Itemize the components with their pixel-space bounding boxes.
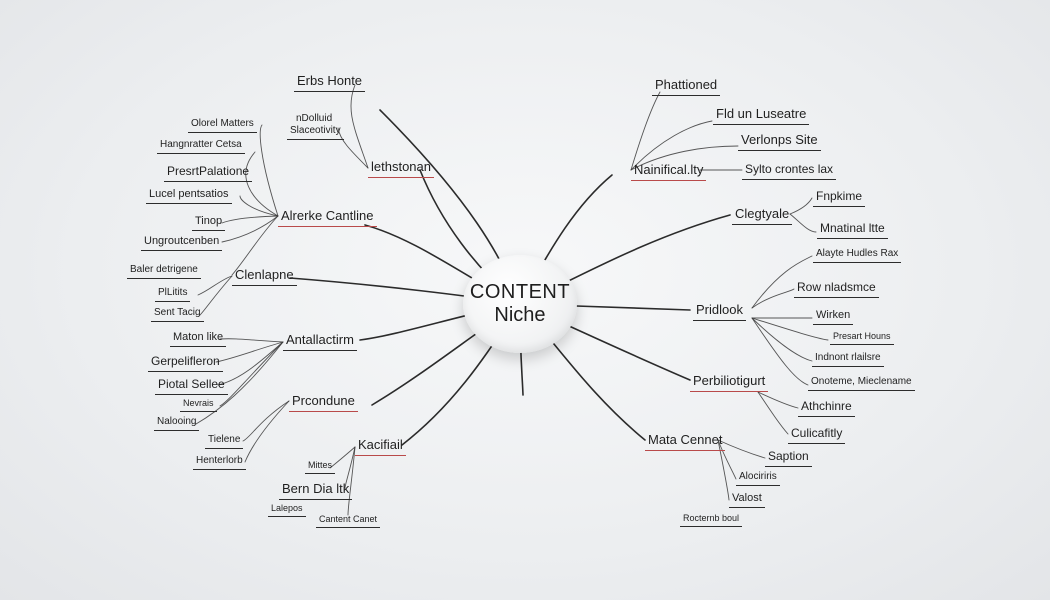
hub-nainifical[interactable]: Nainifical.lty — [631, 162, 707, 181]
hub-perbiliotigurt[interactable]: Perbiliotigurt — [690, 373, 769, 392]
leaf-sent-tacig[interactable]: Sent Tacig — [151, 307, 204, 322]
leaf-culicafitly[interactable]: Culicafitly — [788, 426, 846, 444]
connector-line — [245, 151, 279, 217]
leaf-presart-houns[interactable]: Presart Houns — [830, 331, 894, 345]
leaf-lalepos[interactable]: Lalepos — [268, 503, 306, 517]
leaf-mnatinal-ltte[interactable]: Mnatinal ltte — [817, 221, 888, 239]
leaf-lucel-pentsatios[interactable]: Lucel pentsatios — [146, 188, 232, 204]
leaf-rocternb-boul[interactable]: Rocternb boul — [680, 513, 743, 527]
hub-clegtyale[interactable]: Clegtyale — [732, 206, 793, 225]
central-node[interactable]: CONTENT Niche — [463, 255, 577, 353]
connector-line — [329, 446, 356, 469]
leaf-maton-like[interactable]: Maton like — [170, 331, 227, 347]
leaf-piotal-sellee[interactable]: Piotal Sellee — [155, 377, 228, 395]
leaf-verlonps-site[interactable]: Verlonps Site — [738, 132, 821, 151]
leaf-ungroutcenben[interactable]: Ungroutcenben — [141, 235, 223, 251]
connector-line — [199, 275, 233, 316]
leaf-erbs-honte[interactable]: Erbs Honte — [294, 73, 366, 92]
connector-line — [244, 400, 290, 463]
connector-line — [219, 338, 284, 343]
leaf-mittes[interactable]: Mittes — [305, 460, 336, 474]
leaf-slaceotivity[interactable]: Slaceotivity — [287, 125, 344, 140]
leaf-fnpkime[interactable]: Fnpkime — [813, 189, 866, 207]
leaf-wirken[interactable]: Wirken — [813, 309, 854, 325]
connector-line — [757, 391, 799, 409]
hub-lethstonan[interactable]: lethstonan — [368, 159, 434, 178]
connector-line — [221, 215, 279, 224]
connector-line — [350, 84, 369, 169]
leaf-fld-un-luseatre[interactable]: Fld un Luseatre — [713, 106, 810, 125]
leaf-bern-dia-ltk[interactable]: Bern Dia ltk — [279, 481, 353, 500]
connector-line — [789, 197, 813, 215]
connector-line — [239, 195, 279, 217]
connector-line — [344, 446, 356, 489]
leaf-tinop[interactable]: Tinop — [192, 215, 226, 231]
leaf-ndoliuid[interactable]: nDolluid — [296, 113, 333, 124]
hub-antallactirm[interactable]: Antallactirm — [283, 332, 357, 351]
leaf-cantent-canet[interactable]: Cantent Canet — [316, 514, 381, 528]
leaf-nevrais[interactable]: Nevrais — [180, 398, 217, 412]
connector-line — [751, 288, 795, 309]
hub-mata-cennet[interactable]: Mata Cennet — [645, 432, 726, 451]
leaf-saption[interactable]: Saption — [765, 449, 812, 467]
connector-line — [337, 127, 369, 169]
connector-line — [242, 400, 290, 442]
hub-alrerke-cantline[interactable]: Alrerke Cantline — [278, 208, 377, 227]
connector-line — [630, 120, 713, 171]
hub-prcondune[interactable]: Prcondune — [289, 393, 358, 412]
connector-line — [717, 439, 737, 480]
leaf-athchinre[interactable]: Athchinre — [798, 399, 855, 417]
connector-line — [219, 341, 284, 407]
central-node-line2: Niche — [494, 304, 546, 326]
leaf-henterlorb[interactable]: Henterlorb — [193, 455, 246, 470]
connector-line — [217, 341, 284, 386]
leaf-gerpelifleron[interactable]: Gerpelifleron — [148, 354, 223, 372]
leaf-tielene[interactable]: Tielene — [205, 434, 244, 449]
hub-kacifiail[interactable]: Kacifiail — [355, 437, 406, 456]
connector-line — [789, 213, 817, 233]
connector-line — [221, 215, 279, 243]
connector-line — [259, 124, 279, 217]
leaf-alayte-hudles-rax[interactable]: Alayte Hudles Rax — [813, 248, 902, 263]
leaf-phattioned[interactable]: Phattioned — [652, 77, 721, 96]
leaf-valost[interactable]: Valost — [729, 492, 765, 508]
leaf-indnont-rlailsre[interactable]: Indnont rlailsre — [812, 352, 884, 367]
leaf-nalooing[interactable]: Nalooing — [154, 416, 200, 431]
connector-line — [630, 91, 661, 171]
connector-line — [751, 255, 813, 309]
connector-line — [231, 215, 279, 276]
connector-line — [630, 145, 739, 171]
connector-line — [751, 317, 809, 386]
connector-line — [197, 275, 233, 296]
connector-line — [195, 341, 284, 425]
hub-clenlapne[interactable]: Clenlapne — [232, 267, 297, 286]
leaf-row-nladsmce[interactable]: Row nladsmce — [794, 280, 879, 298]
leaf-alociriris[interactable]: Alociriris — [736, 471, 780, 486]
connector-line — [751, 317, 813, 362]
hub-pridlook[interactable]: Pridlook — [693, 302, 746, 321]
leaf-baler-detrigene[interactable]: Baler detrigene — [127, 264, 201, 279]
leaf-olorel-matters[interactable]: Olorel Matters — [188, 118, 257, 133]
connector-line — [751, 317, 829, 341]
connector-line — [717, 439, 730, 501]
connector-line — [215, 341, 284, 363]
leaf-plutits[interactable]: PlLitits — [155, 287, 191, 302]
connector-line — [757, 391, 789, 435]
leaf-hangnratter-cetsa[interactable]: Hangnratter Cetsa — [157, 139, 245, 154]
connector-line — [347, 446, 356, 516]
central-node-line1: CONTENT — [469, 281, 571, 303]
connector-line — [717, 439, 766, 459]
leaf-sylto-crontes-lax[interactable]: Sylto crontes lax — [742, 162, 837, 180]
leaf-presrtpalatione[interactable]: PresrtPalatione — [164, 164, 253, 182]
leaf-onoteme-mieclename[interactable]: Onoteme, Mieclename — [808, 376, 915, 391]
